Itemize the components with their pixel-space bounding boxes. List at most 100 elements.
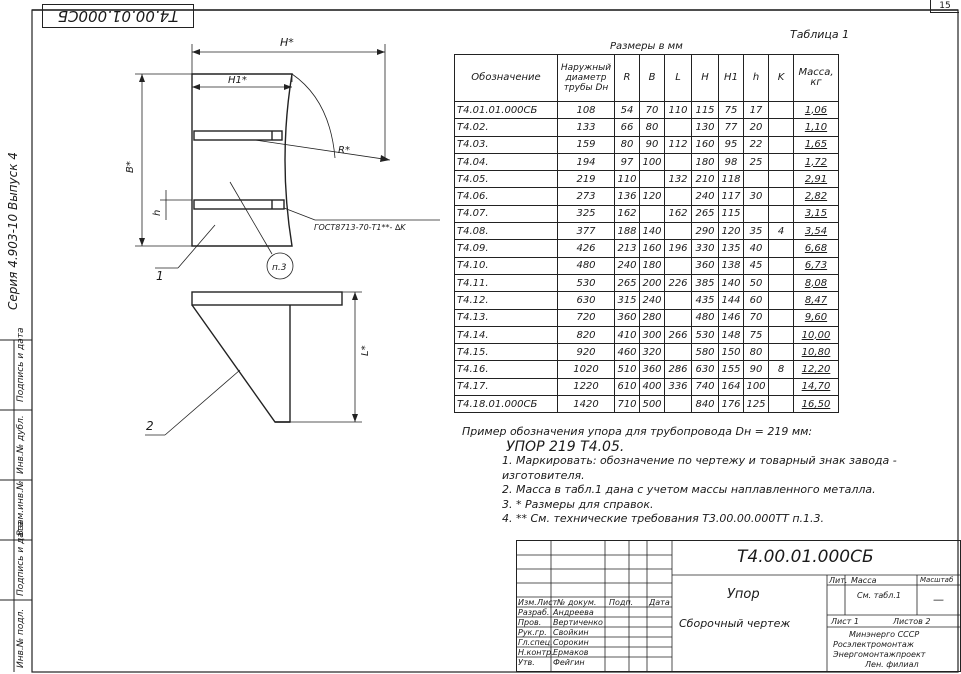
value-cell bbox=[664, 222, 692, 241]
value-cell: 120 bbox=[639, 187, 665, 206]
value-cell: 580 bbox=[691, 343, 719, 362]
value-cell: 125 bbox=[743, 395, 769, 414]
part-drawing: H* H1* B* R* h L* ГОСТ8713-70-Т1**- ∆K 1… bbox=[125, 36, 440, 436]
value-cell bbox=[664, 187, 692, 206]
value-cell: 265 bbox=[691, 204, 719, 224]
designation-cell: Т4.16. bbox=[454, 360, 558, 379]
value-cell: 164 bbox=[718, 377, 744, 397]
value-cell: 66 bbox=[614, 118, 640, 137]
value-cell: 500 bbox=[639, 395, 665, 414]
sig-person: Вертиченко bbox=[553, 618, 603, 627]
value-cell: 710 bbox=[614, 395, 640, 414]
value-cell: 290 bbox=[691, 222, 719, 241]
part-name: Упор bbox=[727, 587, 760, 602]
sig-header: Изм. bbox=[518, 598, 537, 607]
designation-cell: Т4.09. bbox=[454, 239, 558, 258]
value-cell: 3,54 bbox=[793, 222, 839, 241]
value-cell: 80 bbox=[614, 135, 640, 154]
value-cell bbox=[664, 256, 692, 275]
value-cell: 132 bbox=[664, 170, 692, 189]
dim-H: H* bbox=[280, 36, 294, 49]
value-cell bbox=[664, 291, 692, 310]
sig-header: Подп. bbox=[609, 598, 634, 607]
value-cell: 140 bbox=[718, 273, 744, 293]
value-cell: 180 bbox=[639, 256, 665, 275]
value-cell: 80 bbox=[639, 118, 665, 137]
value-cell: 3,15 bbox=[793, 204, 839, 224]
example-code: УПОР 219 Т4.05. bbox=[506, 438, 625, 455]
value-cell: 10,00 bbox=[793, 325, 839, 345]
value-cell: 530 bbox=[557, 273, 615, 293]
value-cell: 120 bbox=[718, 222, 744, 241]
value-cell: 740 bbox=[691, 377, 719, 397]
size-caption: Размеры в мм bbox=[610, 41, 683, 52]
sig-role: Разраб. bbox=[518, 608, 550, 617]
value-cell: 1220 bbox=[557, 377, 615, 397]
sig-header: Дата bbox=[649, 598, 670, 607]
designation-cell: Т4.12. bbox=[454, 291, 558, 310]
value-cell: 70 bbox=[743, 308, 769, 327]
dim-L: L* bbox=[360, 345, 371, 356]
value-cell: 196 bbox=[664, 239, 692, 258]
sig-person: Андреева bbox=[553, 608, 594, 617]
sig-person: Свойкин bbox=[553, 628, 589, 637]
value-cell: 336 bbox=[664, 377, 692, 397]
value-cell bbox=[768, 291, 794, 310]
value-cell: 90 bbox=[743, 360, 769, 379]
value-cell bbox=[664, 308, 692, 327]
callout-2: 2 bbox=[146, 419, 154, 433]
dimensions-table: Обозначение Наружный диаметр трубы Dн R … bbox=[454, 54, 839, 414]
value-cell: 108 bbox=[557, 100, 615, 120]
value-cell: 110 bbox=[614, 170, 640, 189]
value-cell: 210 bbox=[691, 170, 719, 189]
value-cell: 2,82 bbox=[793, 187, 839, 206]
sig-role: Гл.спец. bbox=[518, 638, 553, 647]
page-number: 15 bbox=[930, 0, 959, 13]
value-cell: 144 bbox=[718, 291, 744, 310]
designation-cell: Т4.05. bbox=[454, 170, 558, 189]
value-cell: 30 bbox=[743, 187, 769, 206]
designation-cell: Т4.10. bbox=[454, 256, 558, 275]
org-2: Росэлектромонтаж bbox=[833, 640, 914, 649]
value-cell: 9,60 bbox=[793, 308, 839, 327]
value-cell: 95 bbox=[718, 135, 744, 154]
designation-cell: Т4.17. bbox=[454, 377, 558, 397]
note-1: 1. Маркировать: обозначение по чертежу и… bbox=[502, 454, 897, 482]
value-cell: 360 bbox=[639, 360, 665, 379]
value-cell: 240 bbox=[691, 187, 719, 206]
value-cell: 50 bbox=[743, 273, 769, 293]
value-cell: 20 bbox=[743, 118, 769, 137]
value-cell: 77 bbox=[718, 118, 744, 137]
value-cell: 226 bbox=[664, 273, 692, 293]
value-cell: 1,10 bbox=[793, 118, 839, 137]
value-cell: 8,47 bbox=[793, 291, 839, 310]
binding-label: Подпись и дата bbox=[16, 327, 26, 402]
value-cell: 130 bbox=[691, 118, 719, 137]
value-cell: 162 bbox=[664, 204, 692, 224]
value-cell: 200 bbox=[639, 273, 665, 293]
value-cell: 6,73 bbox=[793, 256, 839, 275]
value-cell: 720 bbox=[557, 308, 615, 327]
designation-cell: Т4.04. bbox=[454, 152, 558, 172]
notes-block: Пример обозначения упора для трубопровод… bbox=[462, 425, 942, 527]
value-cell: 1,72 bbox=[793, 152, 839, 172]
value-cell: 630 bbox=[557, 291, 615, 310]
value-cell: 136 bbox=[614, 187, 640, 206]
value-cell: 610 bbox=[614, 377, 640, 397]
binding-label: Подпись и дата bbox=[16, 521, 26, 596]
value-cell: 146 bbox=[718, 308, 744, 327]
value-cell: 40 bbox=[743, 239, 769, 258]
designation-cell: Т4.06. bbox=[454, 187, 558, 206]
org-1: Минэнерго СССР bbox=[849, 630, 920, 639]
value-cell bbox=[743, 204, 769, 224]
value-cell: 17 bbox=[743, 100, 769, 120]
title-block: Т4.00.01.000СБ Упор Сборочный чертеж Лит… bbox=[516, 540, 961, 672]
